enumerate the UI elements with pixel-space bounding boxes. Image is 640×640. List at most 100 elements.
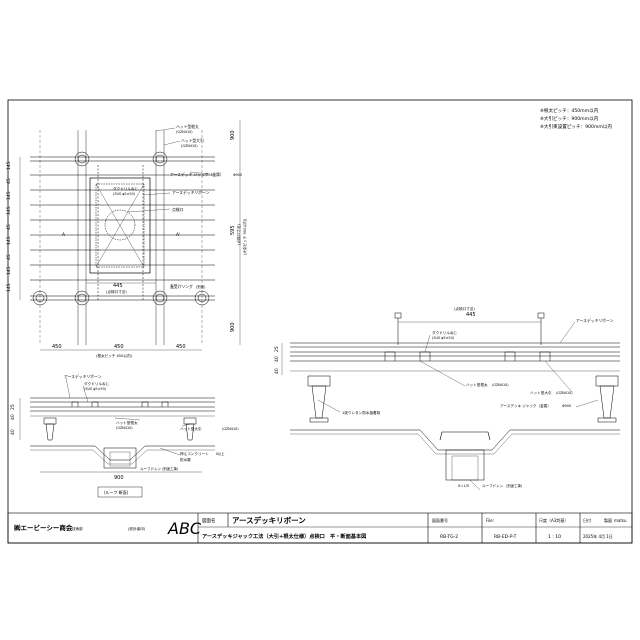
- plan-label-hat-obiki-code: (GZN410): [181, 144, 198, 148]
- tb-company: ㈱エービーシー商会: [14, 523, 73, 532]
- tb-drawing-subtitle: アースデッキジャック工法（大引+根太仕様）点検口 平・断面基本図: [202, 532, 366, 540]
- plan-view: [19, 120, 241, 351]
- section-right-texts: 445 (点検口寸法) 25 40 40 アースデッキリボーン ダクドリルねじ …: [274, 306, 614, 488]
- tb-dept: 技術部: [72, 526, 83, 531]
- tb-drawn-by: matsu: [614, 518, 627, 523]
- sr-dim-445-sub: (点検口寸法): [454, 306, 475, 311]
- tb-drawing-no-label: 図面番号: [432, 517, 448, 523]
- sl-dim-1: 25: [10, 404, 16, 410]
- sl-label-drill: ダクドリルねじ: [84, 381, 110, 386]
- plan-label-drill: ダクドリルねじ: [113, 186, 139, 191]
- plan-dim-l8: 145: [6, 266, 12, 275]
- sr-label-drain-sub: (別途工事): [506, 483, 523, 488]
- tb-scale-label: 尺度（A3判基）: [539, 517, 568, 523]
- note-3: ※大引束設置ピッチ：900mm以内: [540, 123, 613, 130]
- plan-label-futa: 蓋受けリング: [170, 284, 193, 289]
- sl-label-drain: ルーフドレン: [140, 466, 162, 471]
- tb-file-label: File:: [486, 518, 494, 523]
- plan-dim-mid-sub: (点検口寸法): [236, 224, 241, 245]
- plan-label-tenkenguchi: 点検口: [172, 207, 184, 212]
- plan-labels: ハット型根太 (GZN410) ハット型大引 (GZN410) アースデッキ ジ…: [113, 124, 242, 289]
- tb-drawing-no: RB-TG-2: [440, 534, 458, 540]
- plan-dim-l3: 145: [6, 191, 12, 200]
- plan-dim-b2: 450: [114, 344, 124, 350]
- plan-dims-left: 145 45 145 145 45 145 45 145 145: [6, 161, 12, 292]
- sr-label-hat-neda: ハット型根太: [466, 382, 488, 387]
- opening-frame: [95, 183, 145, 268]
- sr-dim-445: 445: [466, 312, 476, 318]
- sl-label-hat-obiki: ハット型大引: [180, 426, 202, 431]
- title-block: [7, 512, 633, 544]
- plan-dim-mid-right: 595: [230, 225, 236, 235]
- plan-label-drill-spec: (SUS φ5×50): [113, 192, 136, 196]
- sl-label-drain-sub: (別途工事): [162, 466, 179, 471]
- note-1: ※根太ピッチ：450mm以内: [540, 107, 599, 114]
- plan-label-hat-neda-code: (GZN410): [176, 130, 193, 134]
- plan-dim-l1: 145: [6, 161, 12, 170]
- title-block-texts: ㈱エービーシー商会 技術部 (設計者印) ABC 図面名 アースデッキリボーン …: [14, 515, 627, 540]
- tb-logo: ABC: [167, 519, 202, 538]
- notes: ※根太ピッチ：450mm以内 ※大引ピッチ：900mm以内 ※大引束設置ピッチ：…: [540, 107, 613, 130]
- sl-label-hat-neda: ハット型根太: [116, 420, 138, 425]
- tb-drawing-title: アースデッキリボーン: [232, 515, 306, 525]
- plan-section-a2: A': [176, 232, 180, 238]
- sheet-border: [7, 99, 633, 544]
- tb-approval: (設計者印): [128, 526, 146, 531]
- sl-label-concrete-sub: Ⅱ以上: [216, 451, 225, 456]
- sl-label-concrete: 押えコンクリート: [180, 451, 209, 456]
- plan-dim-l4: 145: [6, 206, 12, 215]
- sl-caption: (ルーフ 断面): [104, 489, 129, 495]
- plan-joists: [39, 130, 203, 345]
- sr-label-drill: ダクドリルねじ: [432, 330, 458, 335]
- plan-dim-mid-pitch: (大引ピッチ 900以内): [242, 218, 247, 255]
- sr-label-hat-obiki-code: (GZN410): [556, 391, 573, 395]
- sl-label-hat-neda-code: (GZN410): [116, 426, 133, 430]
- plan-boards: [30, 156, 215, 301]
- plan-label-hat-neda: ハット型根太: [176, 124, 199, 129]
- tb-scale-value: 1 : 10: [548, 534, 561, 540]
- plan-dim-bottom-sub: (根太ピッチ 450以内): [96, 353, 133, 358]
- plan-dim-l6: 145: [6, 236, 12, 245]
- plan-dim-l7: 45: [6, 254, 12, 260]
- tb-date-label: 日付: [583, 517, 591, 523]
- sr-label-hat-neda-code: (GZN410): [492, 383, 509, 387]
- sl-label-hat-obiki-code: (GZN410): [222, 427, 239, 431]
- plan-label-hat-obiki: ハット型大引: [181, 138, 204, 143]
- sr-label-jack: アースデッキ ジャック（金属）: [500, 403, 551, 408]
- plan-dim-445-sub: (点検口寸法): [106, 289, 127, 294]
- drain-circle: [104, 209, 136, 241]
- section-left: [19, 377, 215, 498]
- plan-label-futa-code: (別途): [196, 284, 206, 289]
- sl-dim-900: 900: [114, 475, 124, 481]
- tb-date-value: 2025年 4月 1日: [583, 533, 613, 539]
- section-left-texts: 25 40 40 アースデッキリボーン ダクドリルねじ (SUS φ5×50) …: [10, 374, 239, 495]
- plan-label-jack: アースデッキ ジャック（金属）: [170, 172, 224, 177]
- sl-dim-3: 40: [10, 429, 16, 435]
- sr-label-hat-obiki: ハット型大引: [530, 390, 552, 395]
- plan-dim-top-right: 900: [230, 130, 236, 140]
- plan-jacks: [32, 151, 210, 306]
- sr-dim-3: 40: [274, 368, 280, 374]
- plan-dim-l2: 45: [6, 178, 12, 184]
- sr-label-jack-code: Φ900: [562, 404, 571, 408]
- note-2: ※大引ピッチ：900mm以内: [540, 115, 599, 122]
- tb-file-no: RB-ED-P-T: [494, 534, 517, 540]
- plan-dim-445: 445: [113, 283, 123, 289]
- plan-dim-l5: 45: [6, 224, 12, 230]
- plan-section-a: A: [62, 232, 66, 238]
- section-right: [281, 312, 620, 491]
- plan-dim-bottom-right: 900: [230, 322, 236, 332]
- plan-label-ribbon: アースデッキリボーン: [172, 190, 210, 195]
- sr-dim-2: 40: [274, 356, 280, 362]
- tb-drawing-name-label: 図面名: [202, 517, 216, 524]
- sr-scale-note: S=1/5: [458, 484, 469, 488]
- sl-dim-2: 40: [10, 414, 16, 420]
- sr-label-drill-spec: (SUS φ5×50): [432, 336, 455, 340]
- sl-label-waterproof: 防水層: [180, 457, 191, 462]
- sl-label-drill-spec: (SUS φ5×50): [84, 387, 107, 391]
- plan-dim-b3: 450: [176, 344, 186, 350]
- sl-label-ribbon: アースデッキリボーン: [64, 374, 102, 379]
- inspection-opening: [89, 177, 151, 274]
- plan-dim-b1: 450: [52, 344, 62, 350]
